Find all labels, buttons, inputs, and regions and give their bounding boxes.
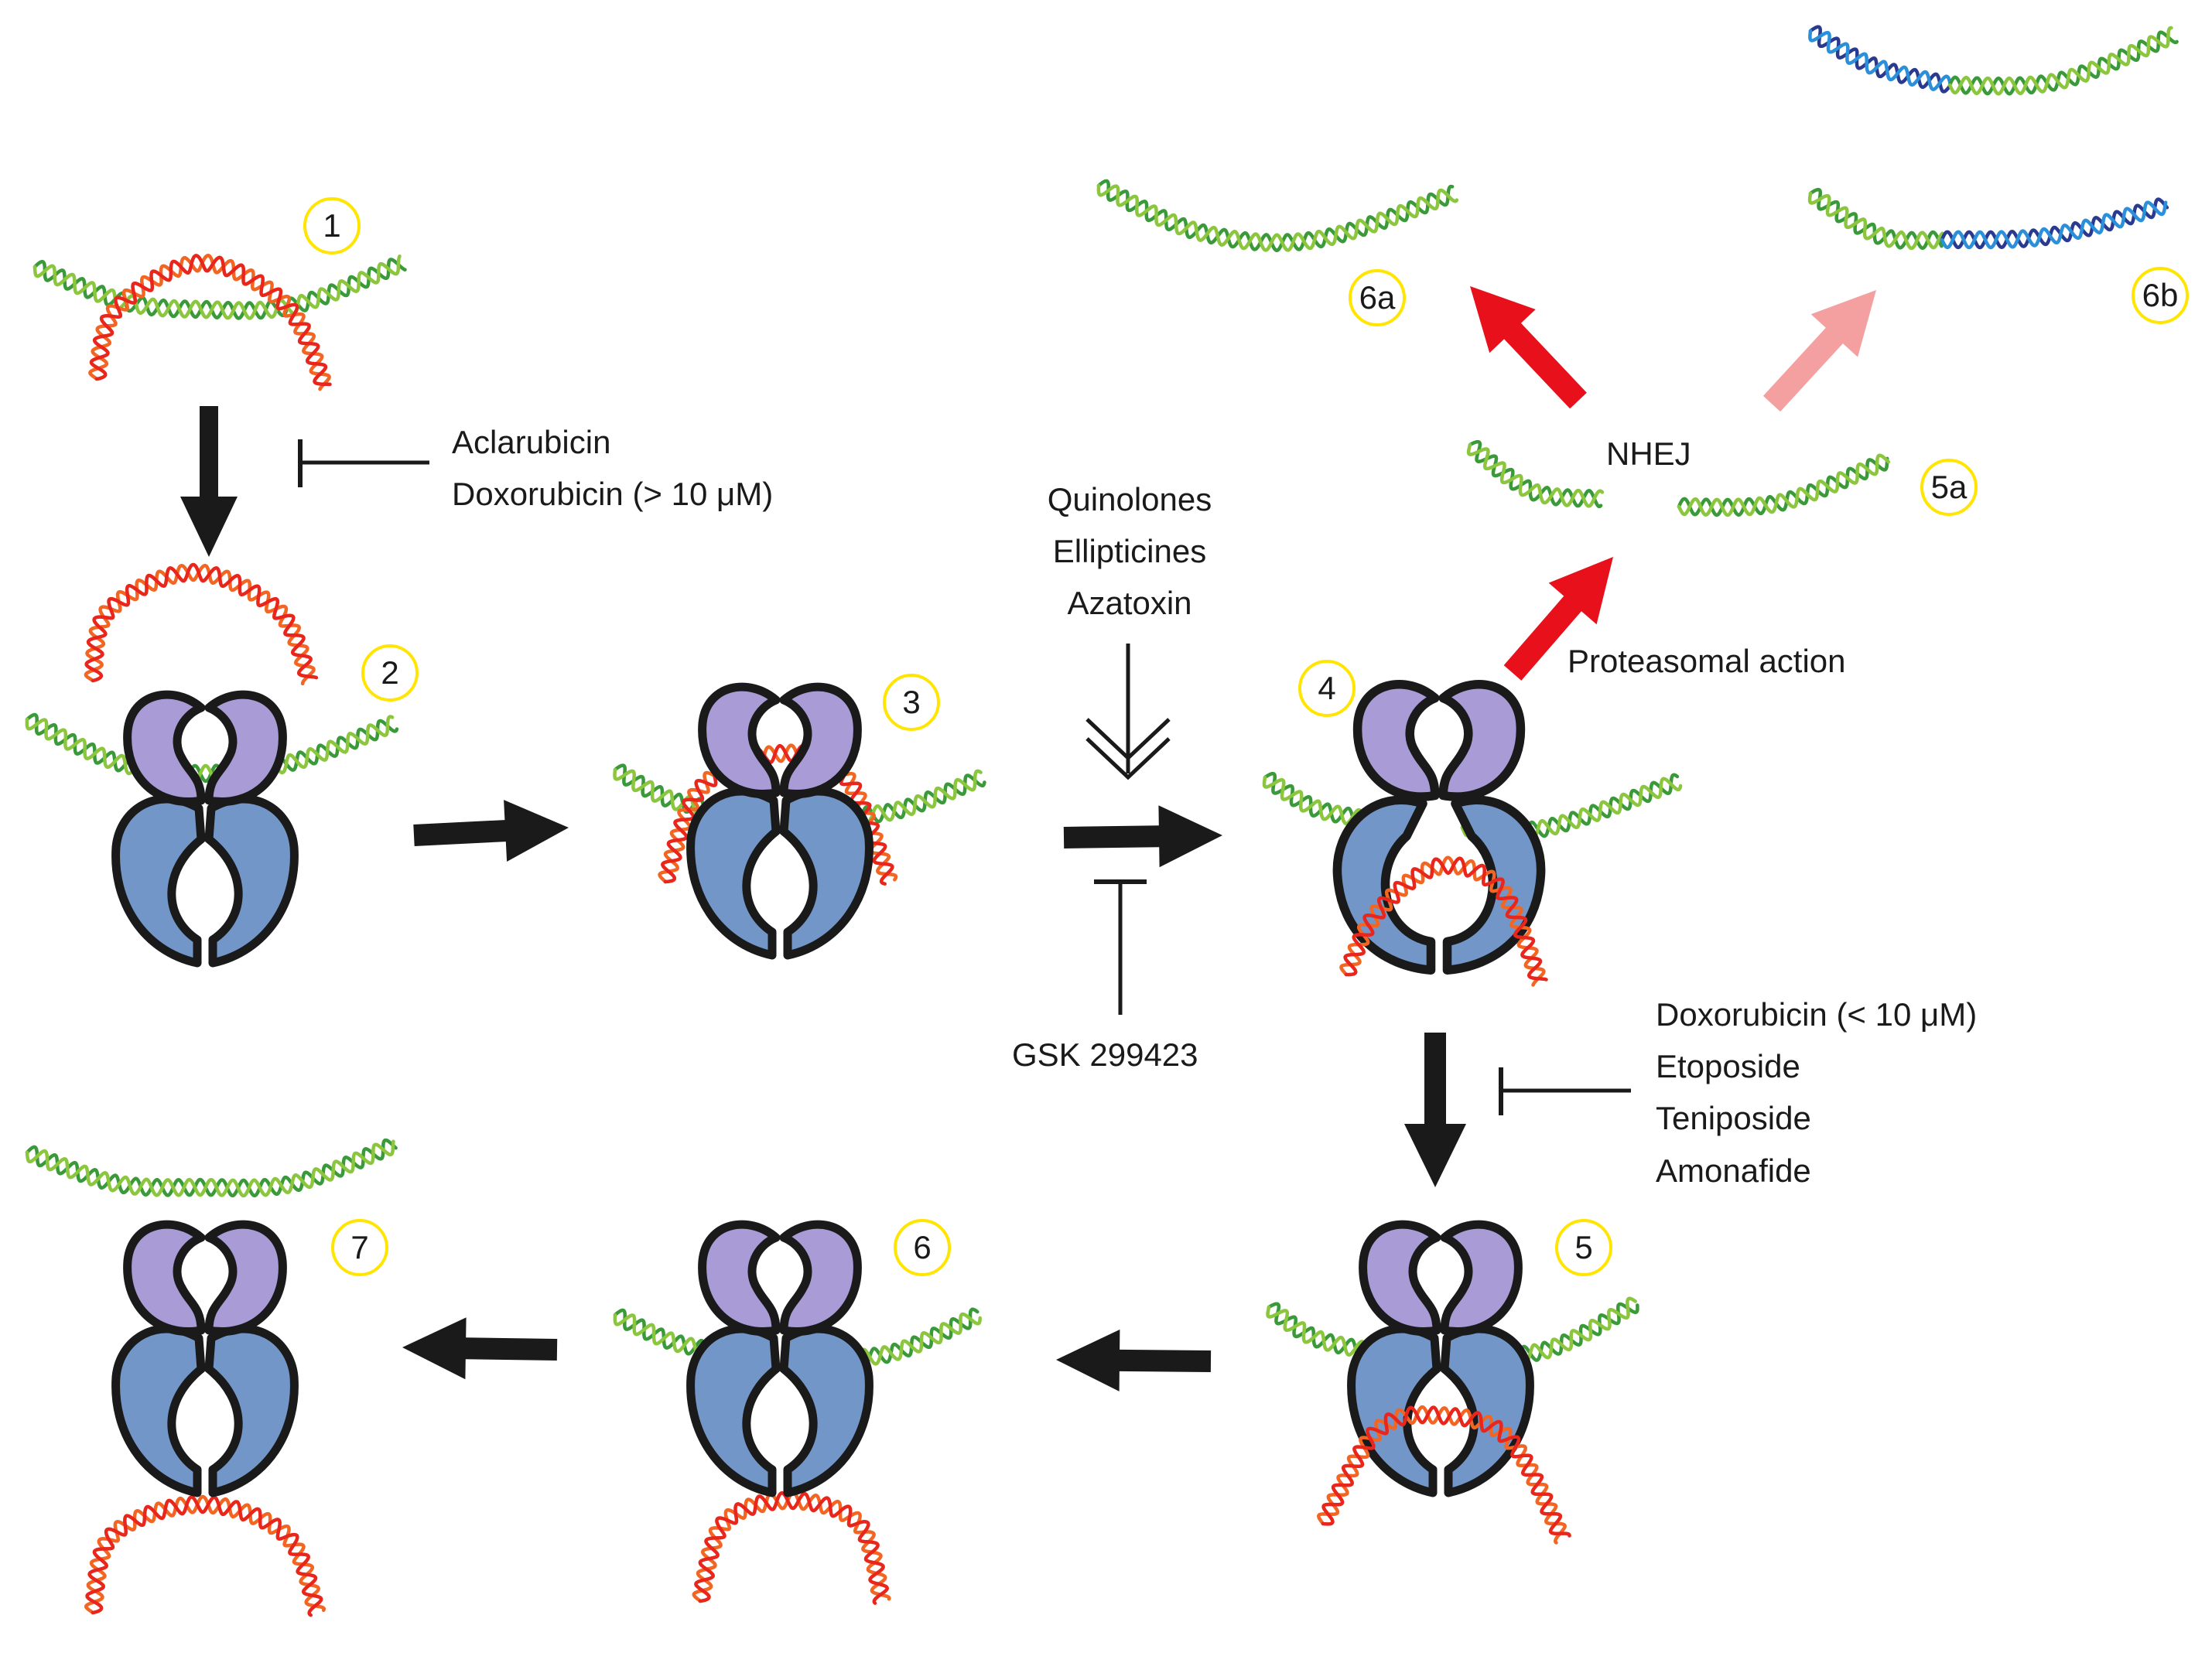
dna-topright-right xyxy=(1947,26,2179,96)
dna-broken-right-5a xyxy=(1677,453,1891,517)
topo-purple-right xyxy=(1438,680,1526,801)
topo-purple-right xyxy=(204,1220,287,1336)
step-badge-1: 1 xyxy=(303,197,361,254)
arrow-step5-to-6 xyxy=(1055,1329,1212,1391)
arrow-step4-to-5 xyxy=(1404,1033,1466,1187)
enzyme-layer xyxy=(111,680,1546,1497)
arrow-5a-to-6b xyxy=(1762,289,1877,412)
topo-blue-right xyxy=(779,1324,874,1497)
topo-purple-left xyxy=(1359,1220,1441,1336)
topoisomerase-step2 xyxy=(111,690,299,968)
dna-tsegment-step1 xyxy=(88,254,332,391)
step-badge-5: 5 xyxy=(1555,1219,1612,1276)
stimulation-chevron-2 xyxy=(1085,737,1171,780)
dna-tsegment-step5 xyxy=(1317,1405,1571,1545)
drug-azatoxin: Azatoxin xyxy=(1067,585,1192,622)
topo-purple-right xyxy=(779,682,862,798)
topo-blue-right xyxy=(1442,795,1546,975)
topo-blue-left xyxy=(111,794,206,968)
topo-blue-right xyxy=(204,794,299,968)
drug-etoposide: Etoposide xyxy=(1656,1048,1800,1085)
step-badge-6: 6 xyxy=(894,1219,951,1276)
topo-purple-left xyxy=(1352,680,1440,801)
topoisomerase-step3 xyxy=(686,682,874,960)
dna-repaired-insert-6b xyxy=(1940,197,2169,250)
step-badge-7: 7 xyxy=(331,1219,388,1276)
stimulation-chevron-1 xyxy=(1085,718,1171,761)
drug-amonafide: Amonafide xyxy=(1656,1152,1811,1189)
dna-tsegment-released-step6 xyxy=(692,1490,891,1605)
arrow-step4-to-5a xyxy=(1503,557,1613,681)
label-nhej: NHEJ xyxy=(1606,435,1691,472)
topoisomerase-step5 xyxy=(1347,1220,1534,1497)
drug-doxorubicin-high: Doxorubicin (> 10 μM) xyxy=(452,476,774,513)
topoisomerase-step7 xyxy=(111,1220,299,1497)
arrow-step1-to-2 xyxy=(180,406,238,557)
inhibitor-list-step1: Aclarubicin Doxorubicin (> 10 μM) xyxy=(452,416,773,520)
drug-teniposide: Teniposide xyxy=(1656,1100,1811,1137)
step-badge-5a: 5a xyxy=(1920,459,1978,516)
topo-purple-right xyxy=(779,1220,862,1336)
dna-tsegment-released-step7 xyxy=(84,1494,327,1617)
topo-purple-left xyxy=(698,1220,781,1336)
drug-doxorubicin-low: Doxorubicin (< 10 μM) xyxy=(1656,996,1978,1033)
dna-front-layer xyxy=(1317,855,1571,1545)
topo-purple-right xyxy=(204,690,287,806)
dna-repaired-6a xyxy=(1096,179,1459,252)
dna-topright-left xyxy=(1808,25,1952,94)
topo-blue-left xyxy=(686,1324,781,1497)
stabilizer-list-step3: Quinolones Ellipticines Azatoxin xyxy=(1048,473,1212,630)
topo-blue-right xyxy=(204,1324,299,1497)
drug-gsk299423: GSK 299423 xyxy=(1012,1036,1198,1073)
topo-purple-left xyxy=(123,1220,206,1336)
step-badge-6b: 6b xyxy=(2132,267,2189,324)
arrow-layer xyxy=(180,286,1877,1391)
drug-ellipticines: Ellipticines xyxy=(1052,533,1207,570)
step-badge-6a: 6a xyxy=(1349,269,1406,326)
topo-blue-right xyxy=(779,787,874,960)
topo-purple-right xyxy=(1440,1220,1523,1336)
dna-broken-left-5a xyxy=(1466,439,1605,509)
dna-gsegment-step1 xyxy=(32,254,407,320)
arrow-step2-to-3 xyxy=(413,800,569,862)
topoisomerase-step6 xyxy=(686,1220,874,1497)
dna-gsegment-released-step7 xyxy=(25,1138,398,1198)
topo-purple-left xyxy=(123,690,206,806)
drug-aclarubicin: Aclarubicin xyxy=(452,424,611,460)
label-proteasomal-action: Proteasomal action xyxy=(1568,643,1846,679)
topo-blue-left xyxy=(111,1324,206,1497)
topo-blue-left xyxy=(686,787,781,960)
dna-tsegment-step2 xyxy=(84,562,319,686)
step-badge-4: 4 xyxy=(1298,660,1356,717)
step-badge-2: 2 xyxy=(361,644,419,702)
dna-tsegment-step4 xyxy=(1339,855,1548,987)
topo-purple-left xyxy=(698,682,781,798)
step-badge-3: 3 xyxy=(883,674,940,731)
drug-quinolones: Quinolones xyxy=(1047,481,1212,517)
arrow-step3-to-4 xyxy=(1063,805,1223,868)
dna-repaired-left-6b xyxy=(1807,187,1944,251)
arrow-step6-to-7 xyxy=(402,1317,558,1380)
arrow-5a-to-6a xyxy=(1470,286,1587,409)
inhibitor-list-step4: Doxorubicin (< 10 μM) Etoposide Teniposi… xyxy=(1656,988,1977,1197)
dna-gsegment-step2 xyxy=(25,712,399,784)
